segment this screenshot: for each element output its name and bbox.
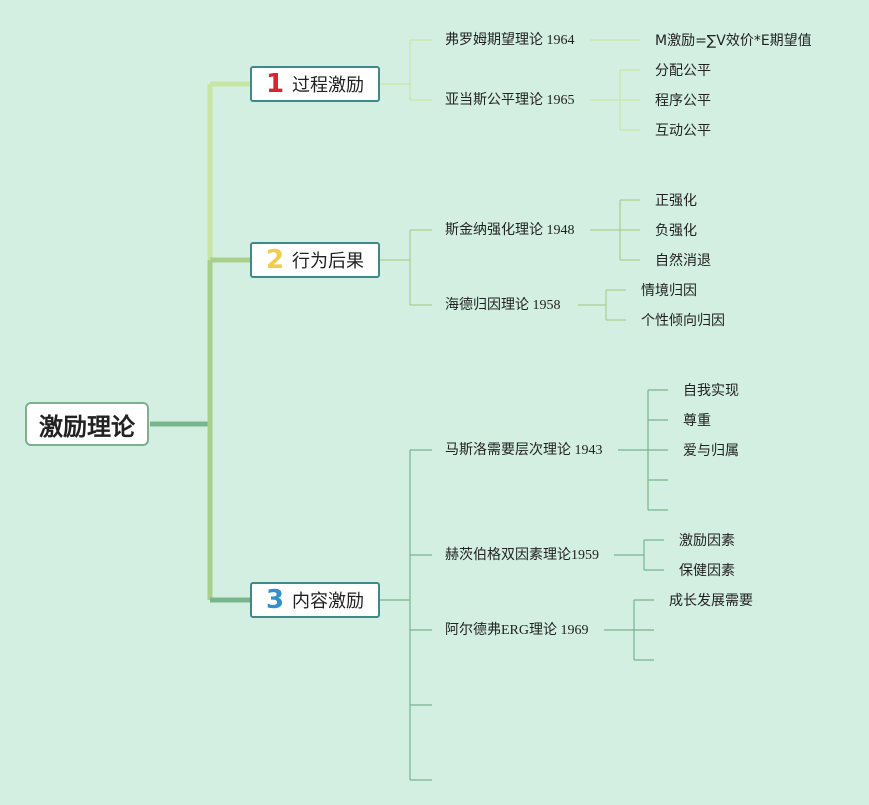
branch-content-motivation[interactable]: 3 内容激励 [250, 582, 380, 618]
root-node[interactable]: 激励理论 [25, 402, 149, 446]
theory-alderfer[interactable]: 阿尔德弗ERG理论 1969 [445, 623, 589, 638]
leaf-vroom-formula[interactable]: M激励=∑V效价*E期望值 [655, 33, 812, 49]
branch-behavior-consequence[interactable]: 2 行为后果 [250, 242, 380, 278]
theory-herzberg[interactable]: 赫茨伯格双因素理论1959 [445, 548, 599, 563]
branch-label: 内容激励 [292, 591, 365, 612]
theory-maslow[interactable]: 马斯洛需要层次理论 1943 [445, 443, 603, 458]
leaf-positive-reinforcement[interactable]: 正强化 [655, 193, 697, 209]
branch-label: 行为后果 [292, 251, 365, 272]
leaf-situational-attribution[interactable]: 情境归因 [641, 283, 697, 299]
leaf-esteem[interactable]: 尊重 [683, 413, 711, 429]
leaf-interactional-fairness[interactable]: 互动公平 [655, 123, 711, 139]
theory-skinner[interactable]: 斯金纳强化理论 1948 [445, 223, 575, 238]
number-badge-2: 2 [265, 245, 285, 275]
number-badge-3: 3 [265, 585, 285, 615]
branch-process-motivation[interactable]: 1 过程激励 [250, 66, 380, 102]
theory-adams[interactable]: 亚当斯公平理论 1965 [445, 93, 575, 108]
leaf-extinction[interactable]: 自然消退 [655, 253, 711, 269]
theory-vroom[interactable]: 弗罗姆期望理论 1964 [445, 33, 575, 48]
leaf-negative-reinforcement[interactable]: 负强化 [655, 223, 697, 239]
leaf-self-actualization[interactable]: 自我实现 [683, 383, 739, 399]
leaf-distributive-fairness[interactable]: 分配公平 [655, 63, 711, 79]
leaf-growth-needs[interactable]: 成长发展需要 [669, 593, 753, 609]
branch-label: 过程激励 [292, 75, 365, 96]
leaf-procedural-fairness[interactable]: 程序公平 [655, 93, 711, 109]
number-badge-1: 1 [265, 69, 285, 99]
leaf-love-belonging[interactable]: 爱与归属 [683, 443, 739, 459]
theory-heider[interactable]: 海德归因理论 1958 [445, 298, 561, 313]
leaf-motivators[interactable]: 激励因素 [679, 533, 735, 549]
leaf-hygiene-factors[interactable]: 保健因素 [679, 563, 735, 579]
leaf-dispositional-attribution[interactable]: 个性倾向归因 [641, 313, 725, 329]
